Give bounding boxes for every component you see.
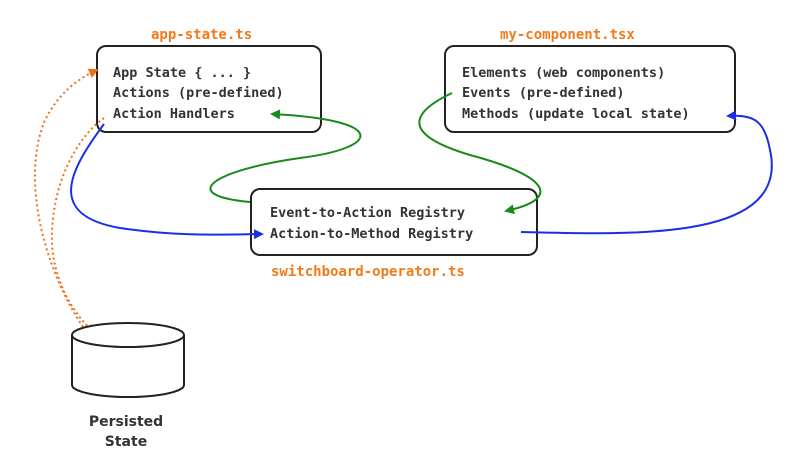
persisted-state-label-line2: State: [104, 434, 148, 450]
persisted-state-label-line1: Persisted: [88, 414, 164, 430]
actions-line: Actions (pre-defined): [113, 85, 284, 101]
action-to-method-line: Action-to-Method Registry: [270, 226, 474, 242]
elements-line: Elements (web components): [462, 65, 666, 81]
blue-arrow-to-method-registry: [70, 123, 264, 240]
methods-line: Methods (update local state): [462, 106, 690, 122]
green-arrow-to-event-registry: [418, 92, 542, 215]
app-state-line: App State { ... }: [113, 65, 252, 81]
orange-arrow-load-state: [34, 68, 99, 328]
app-state-box: [96, 45, 322, 133]
database-icon: [71, 322, 185, 398]
component-box: [444, 45, 736, 133]
app-state-file-label: app-state.ts: [151, 27, 253, 43]
switchboard-file-label: switchboard-operator.ts: [271, 264, 465, 280]
switchboard-box: [250, 188, 538, 256]
blue-arrow-to-methods: [520, 110, 773, 235]
orange-arrow-save-state: [50, 117, 105, 335]
events-line: Events (pre-defined): [462, 85, 625, 101]
action-handlers-line: Action Handlers: [113, 106, 235, 122]
green-arrow-to-action-handlers: [209, 109, 362, 203]
my-component-file-label: my-component.tsx: [500, 27, 635, 43]
event-to-action-line: Event-to-Action Registry: [270, 205, 466, 221]
